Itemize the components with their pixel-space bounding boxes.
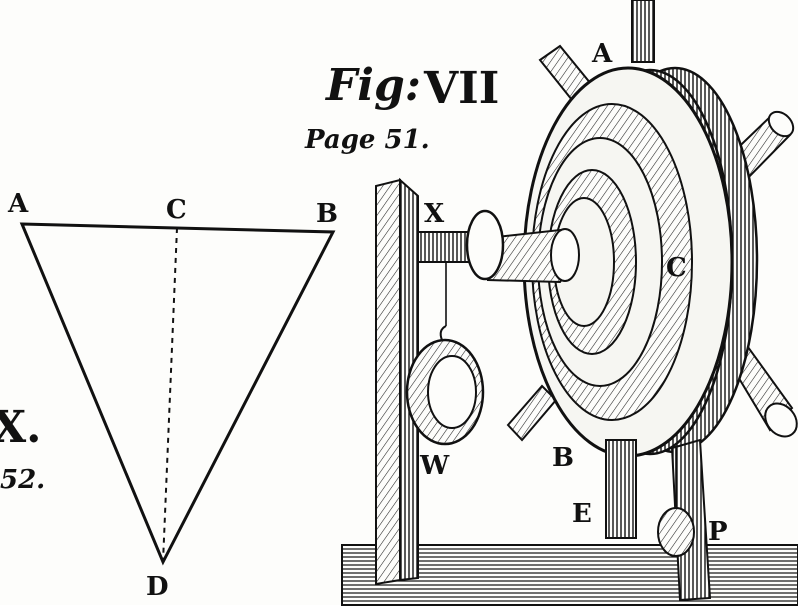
wheel-label-a: A: [591, 39, 613, 69]
caption-fig-number: VII: [423, 63, 499, 114]
caption-fig-label: Fig:: [324, 60, 421, 111]
triangle-label-c: C: [166, 195, 187, 225]
wheel-label-w: W: [419, 451, 450, 481]
wheel-label-b: B: [552, 443, 574, 473]
figure-caption: Fig: VII Page 51.: [304, 60, 499, 155]
power-p: [657, 448, 695, 557]
weight-w: [405, 262, 485, 446]
triangle-median-dashed: [162, 227, 178, 563]
triangle-figure: A C B D: [7, 189, 338, 602]
wheel-label-c: C: [666, 253, 687, 283]
triangle-label-a: A: [7, 189, 29, 219]
rod-e: [605, 439, 637, 539]
wheel-label-e: E: [572, 499, 592, 529]
wheel-label-p: P: [708, 517, 728, 547]
partial-page-number: 52.: [0, 465, 45, 495]
triangle-outline: [19, 222, 336, 566]
partial-caption-number: X.: [0, 402, 41, 453]
top-rod: [631, 0, 655, 63]
wheel: [522, 66, 759, 458]
wheel-and-axle-figure: A X C B W E P: [341, 0, 798, 606]
wheel-label-x: X: [424, 199, 445, 229]
caption-page-ref: Page 51.: [304, 125, 430, 155]
triangle-label-d: D: [146, 572, 169, 602]
axle: [417, 209, 580, 284]
triangle-label-b: B: [316, 199, 338, 229]
